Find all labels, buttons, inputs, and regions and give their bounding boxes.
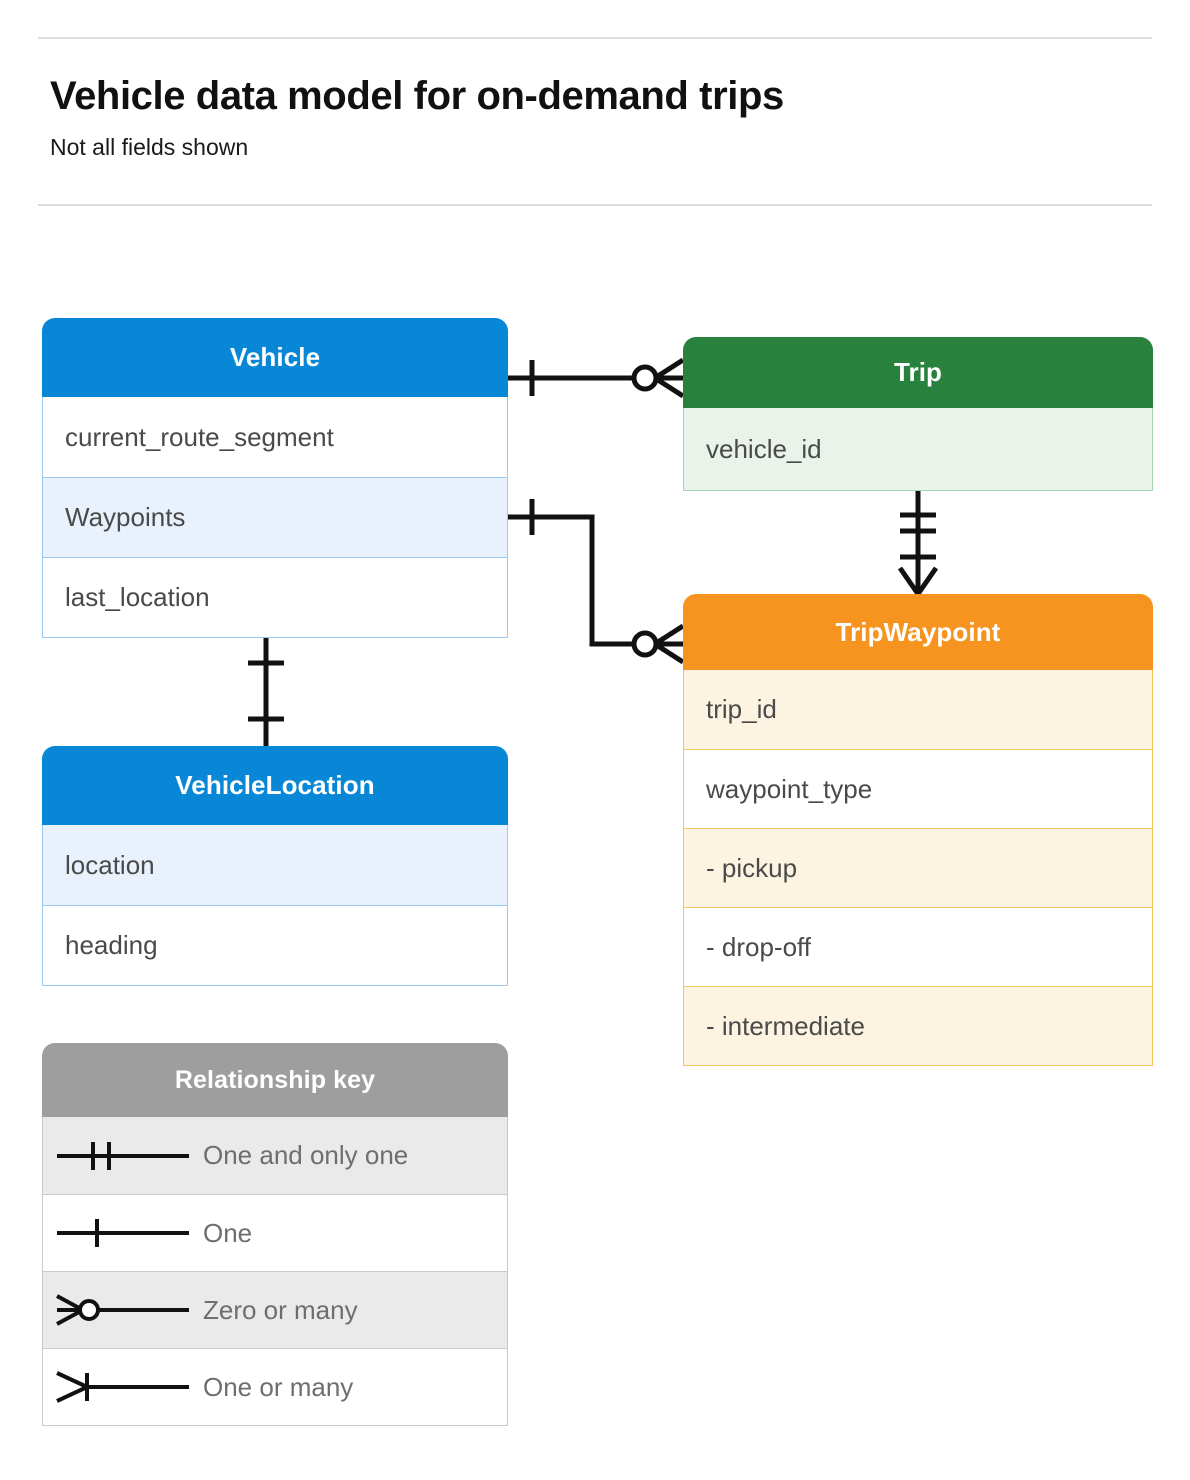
one-icon	[43, 1213, 203, 1253]
entity-vehicle-title: Vehicle	[42, 318, 508, 397]
page-title: Vehicle data model for on-demand trips	[50, 74, 784, 118]
legend-rows: One and only one One	[42, 1117, 508, 1426]
entity-vehicle-location[interactable]: VehicleLocation location heading	[42, 746, 508, 986]
page-subtitle: Not all fields shown	[50, 134, 249, 160]
entity-trip-fields: vehicle_id	[683, 408, 1153, 491]
entity-vehicle[interactable]: Vehicle current_route_segment Waypoints …	[42, 318, 508, 638]
connector-vehicle-trip	[508, 357, 685, 399]
top-divider	[38, 37, 1152, 39]
field-row[interactable]: waypoint_type	[684, 749, 1152, 828]
entity-vehicle-location-title: VehicleLocation	[42, 746, 508, 825]
field-row[interactable]: Waypoints	[43, 477, 507, 557]
connector-vehicle-vehiclelocation	[248, 638, 284, 746]
entity-trip-waypoint-title: TripWaypoint	[683, 594, 1153, 670]
field-row[interactable]: - intermediate	[684, 986, 1152, 1065]
field-row[interactable]: current_route_segment	[43, 397, 507, 477]
field-row[interactable]: heading	[43, 905, 507, 985]
entity-vehicle-fields: current_route_segment Waypoints last_loc…	[42, 397, 508, 638]
field-row[interactable]: last_location	[43, 557, 507, 637]
connector-waypoints-tripwaypoint	[508, 499, 685, 665]
legend-item-label: One	[203, 1217, 253, 1248]
entity-trip-waypoint-fields: trip_id waypoint_type - pickup - drop-of…	[683, 670, 1153, 1066]
field-row[interactable]: location	[43, 825, 507, 905]
entity-trip-waypoint[interactable]: TripWaypoint trip_id waypoint_type - pic…	[683, 594, 1153, 1066]
entity-vehicle-location-fields: location heading	[42, 825, 508, 986]
field-row[interactable]: trip_id	[684, 670, 1152, 749]
zero-or-many-icon	[43, 1290, 203, 1330]
entity-trip[interactable]: Trip vehicle_id	[683, 337, 1153, 491]
legend-item: One	[43, 1194, 507, 1271]
legend-item: One or many	[43, 1348, 507, 1425]
header-divider	[38, 204, 1152, 206]
relationship-key-legend: Relationship key One and only one	[42, 1043, 508, 1426]
legend-title: Relationship key	[42, 1043, 508, 1117]
legend-item-label: Zero or many	[203, 1294, 358, 1325]
legend-item: Zero or many	[43, 1271, 507, 1348]
legend-item-label: One and only one	[203, 1140, 409, 1170]
one-and-only-one-icon	[43, 1136, 203, 1176]
legend-item: One and only one	[43, 1117, 507, 1194]
field-row[interactable]: - drop-off	[684, 907, 1152, 986]
one-or-many-icon	[43, 1367, 203, 1407]
legend-item-label: One or many	[203, 1371, 354, 1402]
field-row[interactable]: vehicle_id	[684, 408, 1152, 490]
entity-trip-title: Trip	[683, 337, 1153, 408]
connector-trip-tripwaypoint	[897, 490, 939, 596]
field-row[interactable]: - pickup	[684, 828, 1152, 907]
